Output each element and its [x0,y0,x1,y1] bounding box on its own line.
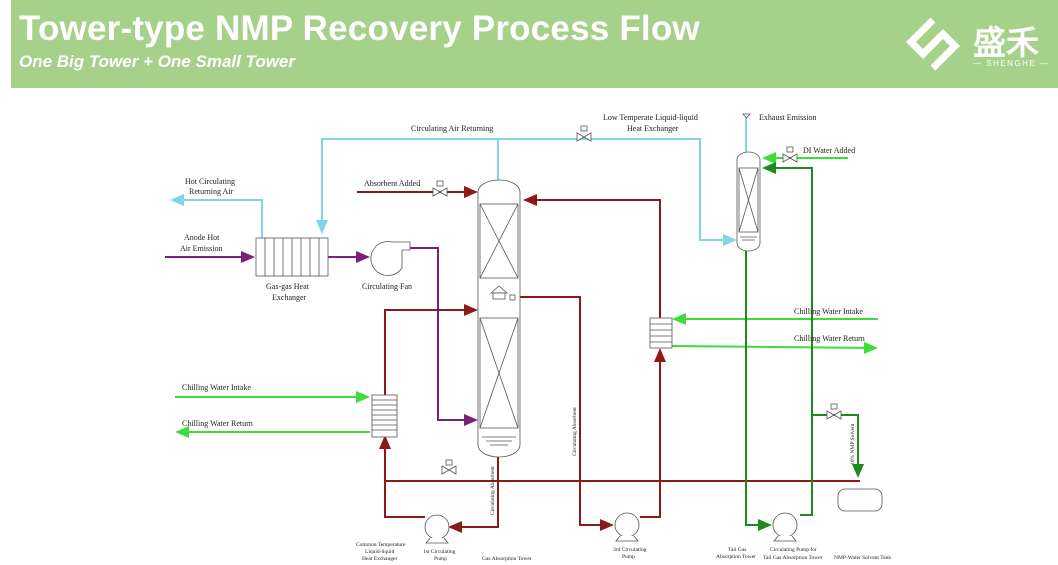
label-pump3: 3rd Circulating [613,547,647,553]
label-hot-circ-air-2: Returning Air [189,187,234,196]
label-exhaust: Exhaust Emission [759,113,817,122]
label-nmp-solvent: 10% NMP Solvent [850,423,856,465]
valve-icon[interactable] [826,403,842,420]
label-chill-in-right: Chilling Water Intake [794,307,863,316]
valve-icon[interactable] [576,125,592,142]
valve-icon[interactable] [432,180,448,197]
label-di-water: DI Water Added [803,146,855,155]
label-circ-absorbent-2: Circulating Absorbent [572,407,578,456]
circulating-fan [370,241,411,276]
label-circ-air-returning: Circulating Air Returning [411,124,493,133]
label-gas-hx-2: Exchanger [272,293,307,302]
tail-gas-absorption-tower [736,151,761,252]
header-banner: Tower-type NMP Recovery Process Flow One… [11,0,1058,88]
label-anode: Anode Hot [184,233,220,242]
label-chill-ret-left: Chilling Water Return [182,419,253,428]
logo-mark-icon [906,17,960,71]
label-low-temp-hx: Low Temperate Liquid-liquid [603,113,698,122]
label-anode-2: Air Emission [180,244,222,253]
hot-air-lines [165,247,478,426]
shenghe-logo: 盛禾 — SHENGHE — [895,10,1055,80]
gas-absorption-tower [477,179,521,458]
label-tank: NMP-Water Solvent Tank [834,555,891,561]
label-absorbent-added: Absorbent Added [364,179,420,188]
valve-icon[interactable] [441,459,457,475]
chilling-water-lines [175,152,878,438]
valve-icon[interactable] [782,146,798,163]
label-common-hx: Common Temperature [356,542,406,548]
label-tail-tower-2: Absorption Tower [716,554,756,560]
label-circ-absorbent: Circulating Absorbent [490,466,496,515]
pump-tail-tower [772,512,798,542]
gas-gas-heat-exchanger [255,237,329,277]
label-tail-pump: Circulating Pump for [770,546,817,553]
label-chill-in-left: Chilling Water Intake [182,383,251,392]
logo-text-cn: 盛禾 [973,23,1039,62]
label-low-temp-hx-2: Heat Exchanger [627,124,679,133]
label-common-hx-3: Heat Exchanger [362,556,397,562]
label-tail-tower: Tail Gas [728,547,746,553]
air-lines [170,118,747,246]
label-common-hx-2: Liquid-liquid [365,549,395,555]
label-tail-pump-2: Tail Gas Absorption Tower [763,555,823,561]
page-subtitle: One Big Tower + One Small Tower [19,52,295,71]
common-temp-heat-exchanger [371,394,398,438]
pump-3rd [614,512,640,542]
label-circ-fan: Circulating Fan [362,282,412,291]
label-chill-ret-right: Chilling Water Return [794,334,865,343]
label-gas-tower: Gas Absorption Tower [482,556,532,562]
low-temp-heat-exchanger [649,317,673,349]
label-pump1-2: Pump [434,556,447,562]
label-pump3-2: Pump [622,554,635,560]
page-title: Tower-type NMP Recovery Process Flow [19,9,700,48]
exhaust-icon [742,113,751,119]
label-gas-hx: Gas-gas Heat [266,282,310,291]
absorbent-lines [357,186,860,533]
pump-1st [424,514,450,544]
label-pump1: 1st Circulating [423,549,456,555]
logo-text-en: — SHENGHE — [973,59,1050,68]
label-hot-circ-air: Hot Circulating [185,177,235,186]
nmp-water-solvent-tank [837,488,883,512]
